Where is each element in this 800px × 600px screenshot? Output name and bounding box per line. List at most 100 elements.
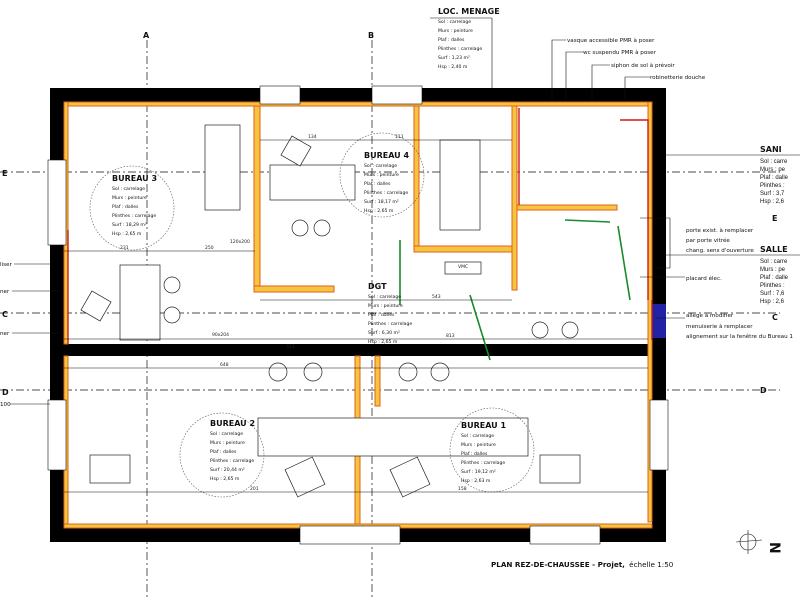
svg-text:Sol : carrelage: Sol : carrelage [368,294,401,300]
svg-text:Murs : pe: Murs : pe [760,167,786,173]
svg-text:Plinthes : carrelage: Plinthes : carrelage [368,321,412,327]
door-annotation: porte exist. à remplacer par porte vitré… [640,217,793,340]
svg-text:SALLE: SALLE [760,245,788,254]
svg-text:vasque accessible PMR à poser: vasque accessible PMR à poser [567,37,655,44]
svg-text:DGT: DGT [368,282,387,291]
svg-text:Plinthes : carrelage: Plinthes : carrelage [112,213,156,219]
svg-text:BUREAU 3: BUREAU 3 [112,174,157,183]
svg-text:Plaf : dalle: Plaf : dalle [760,275,789,281]
svg-text:90x204: 90x204 [212,332,229,338]
svg-text:Plinthes :: Plinthes : [760,283,785,289]
svg-text:Murs : peinture: Murs : peinture [210,440,245,446]
svg-text:D: D [2,388,9,397]
svg-text:D: D [760,386,767,395]
svg-text:250: 250 [205,245,214,251]
svg-text:VMC: VMC [458,264,468,270]
svg-text:Plaf : dalles: Plaf : dalles [364,181,391,187]
sanitary-annotations: vasque accessible PMR à poser wc suspend… [551,37,706,100]
svg-text:Plaf : dalles: Plaf : dalles [461,451,488,457]
svg-text:Surf : 1,23 m²: Surf : 1,23 m² [438,55,470,61]
svg-text:100: 100 [0,402,11,408]
room-bureau-3: BUREAU 3 Sol : carrelage Murs : peinture… [112,174,157,237]
svg-text:Sol : carrelage: Sol : carrelage [461,433,494,439]
left-annotations: liser ner ner 100 [0,262,60,408]
svg-text:Plaf : dalles: Plaf : dalles [438,37,465,43]
svg-text:Plinthes : carrelage: Plinthes : carrelage [438,46,482,52]
svg-text:Sol : carrelage: Sol : carrelage [364,163,397,169]
svg-text:158: 158 [458,486,467,492]
svg-text:allège à modifier: allège à modifier [686,312,734,319]
svg-text:Plinthes :: Plinthes : [760,183,785,189]
svg-text:Plaf : dalles: Plaf : dalles [112,204,139,210]
svg-text:Hsp : 2,65 m: Hsp : 2,65 m [112,231,142,237]
svg-text:Hsp : 2,40 m: Hsp : 2,40 m [438,64,468,70]
svg-text:Murs : peinture: Murs : peinture [461,442,496,448]
svg-text:LOC. MENAGE: LOC. MENAGE [438,7,500,16]
svg-text:Sol : carre: Sol : carre [760,159,788,165]
svg-text:Sol : carrelage: Sol : carrelage [438,19,471,25]
svg-text:321: 321 [286,344,295,350]
svg-text:N: N [766,542,782,554]
svg-text:Sol : carrelage: Sol : carrelage [112,186,145,192]
room-dgt: DGT Sol : carrelage Murs : peinture Plaf… [368,282,412,345]
title-scale: échelle 1:50 [629,560,674,569]
svg-text:alignement sur la fenêtre du B: alignement sur la fenêtre du Bureau 1 [686,333,793,340]
svg-text:Murs : peinture: Murs : peinture [368,303,403,309]
svg-text:chang. sens d'ouverture: chang. sens d'ouverture [686,248,754,254]
svg-text:111: 111 [395,134,404,140]
svg-text:Plinthes : carrelage: Plinthes : carrelage [210,458,254,464]
svg-text:Surf : 18,17 m²: Surf : 18,17 m² [364,199,399,205]
svg-text:Plaf : dalles: Plaf : dalles [368,312,395,318]
walls [47,85,669,545]
svg-text:E: E [772,214,777,223]
title-main: PLAN REZ-DE-CHAUSSEE - Projet, [491,560,625,569]
svg-text:B: B [368,31,374,40]
svg-text:robinetterie douche: robinetterie douche [650,75,706,81]
room-bureau-2: BUREAU 2 Sol : carrelage Murs : peinture… [210,419,255,482]
svg-text:Hsp : 2,65 m: Hsp : 2,65 m [210,476,240,482]
svg-text:Plinthes : carrelage: Plinthes : carrelage [364,190,408,196]
svg-text:menuiserie à remplacer: menuiserie à remplacer [686,323,753,330]
svg-text:648: 648 [220,362,229,368]
svg-text:Hsp : 2,65 m: Hsp : 2,65 m [368,339,398,345]
svg-text:Hsp : 2,63 m: Hsp : 2,63 m [461,478,491,484]
svg-text:543: 543 [432,294,441,300]
section-markers: A B E C D E C D [2,31,778,397]
svg-text:BUREAU 4: BUREAU 4 [364,151,409,160]
svg-text:liser: liser [0,262,12,268]
room-bureau-1: BUREAU 1 Sol : carrelage Murs : peinture… [461,421,506,484]
room-circles [89,132,535,498]
room-sani: SANI Sol : carre Murs : pe Plaf : dalle … [666,145,800,205]
svg-text:SANI: SANI [760,145,782,154]
svg-text:C: C [772,313,778,322]
svg-text:PLAN REZ-DE-CHAUSSEE - Projet,: PLAN REZ-DE-CHAUSSEE - Projet, échelle 1… [491,560,674,569]
svg-text:wc suspendu PMR à poser: wc suspendu PMR à poser [583,49,657,56]
svg-text:Plaf : dalles: Plaf : dalles [210,449,237,455]
drawing-title: PLAN REZ-DE-CHAUSSEE - Projet, échelle 1… [491,560,674,569]
svg-text:813: 813 [446,333,455,339]
svg-text:Murs : peinture: Murs : peinture [112,195,147,201]
svg-text:Plaf : dalle: Plaf : dalle [760,175,789,181]
svg-text:Murs : pe: Murs : pe [760,267,786,273]
svg-text:BUREAU 1: BUREAU 1 [461,421,506,430]
svg-text:Sol : carre: Sol : carre [760,259,788,265]
svg-text:C: C [2,310,8,319]
svg-text:Hsp : 2,6: Hsp : 2,6 [760,299,785,305]
room-bureau-4: BUREAU 4 Sol : carrelage Murs : peinture… [364,151,409,214]
svg-text:placard élec.: placard élec. [686,275,722,282]
svg-text:Surf : 18,29 m²: Surf : 18,29 m² [112,222,147,228]
svg-text:par porte vitrée: par porte vitrée [686,237,730,244]
svg-text:E: E [2,169,7,178]
svg-text:Surf : 7,6: Surf : 7,6 [760,291,785,297]
svg-text:Hsp : 2,65 m: Hsp : 2,65 m [364,208,394,214]
svg-text:231: 231 [120,245,129,251]
svg-text:201: 201 [250,486,259,492]
svg-text:Surf : 3,7: Surf : 3,7 [760,191,785,197]
north-arrow: N [735,530,782,554]
svg-text:Surf : 19,12 m²: Surf : 19,12 m² [461,469,496,475]
svg-text:A: A [143,31,150,40]
svg-text:siphon de sol à prévoir: siphon de sol à prévoir [611,62,675,69]
svg-text:BUREAU 2: BUREAU 2 [210,419,255,428]
svg-text:Sol : carrelage: Sol : carrelage [210,431,243,437]
